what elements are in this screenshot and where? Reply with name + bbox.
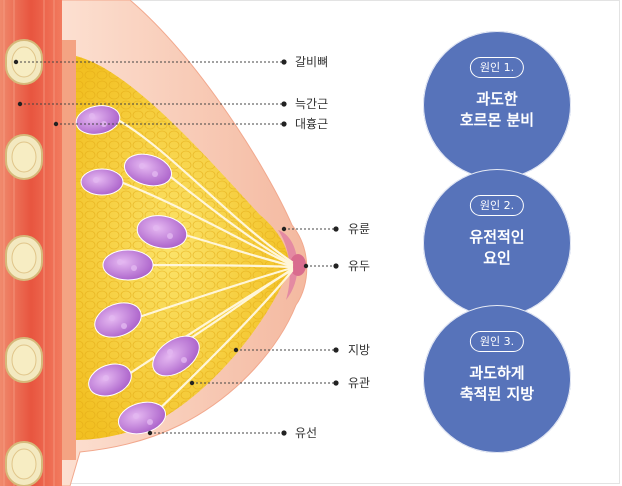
cause-title: 과도한 호르몬 분비	[423, 89, 571, 131]
cause-title-line: 요인	[483, 249, 511, 267]
label-areola: 유륜	[348, 222, 370, 236]
cause-circle-1: 원인 1. 과도한 호르몬 분비	[423, 31, 571, 179]
cause-badge: 원인 3.	[469, 331, 525, 352]
cause-title-line: 호르몬 분비	[459, 111, 535, 129]
rib	[5, 337, 43, 383]
rib	[5, 134, 43, 180]
cause-badge: 원인 1.	[469, 57, 525, 78]
cause-title-line: 유전적인	[469, 228, 525, 246]
cause-title-line: 과도하게	[469, 364, 525, 382]
cause-title: 유전적인 요인	[423, 227, 571, 269]
areola	[278, 230, 298, 300]
cause-title: 과도하게 축적된 지방	[423, 363, 571, 405]
rib	[5, 441, 43, 486]
label-pectoral: 대흉근	[295, 117, 328, 131]
leader-lines	[16, 61, 336, 434]
cause-title-line: 과도한	[476, 90, 518, 108]
leader-dots	[13, 59, 339, 436]
mammary-lobules	[75, 105, 200, 435]
label-gland: 유선	[295, 426, 317, 440]
cause-badge: 원인 2.	[469, 195, 525, 216]
label-duct: 유관	[348, 376, 370, 390]
pectoral-layer	[62, 40, 76, 460]
label-intercostal: 늑간근	[295, 97, 328, 111]
cause-title-line: 축적된 지방	[459, 385, 535, 403]
label-nipple: 유두	[348, 259, 370, 273]
rib	[5, 235, 43, 281]
nipple	[290, 254, 306, 276]
milk-ducts	[113, 118, 294, 420]
cause-circle-3: 원인 3. 과도하게 축적된 지방	[423, 305, 571, 453]
label-rib: 갈비뼈	[295, 55, 328, 69]
label-fat: 지방	[348, 343, 370, 357]
lobule-texture	[89, 113, 187, 425]
cause-circle-2: 원인 2. 유전적인 요인	[423, 169, 571, 317]
